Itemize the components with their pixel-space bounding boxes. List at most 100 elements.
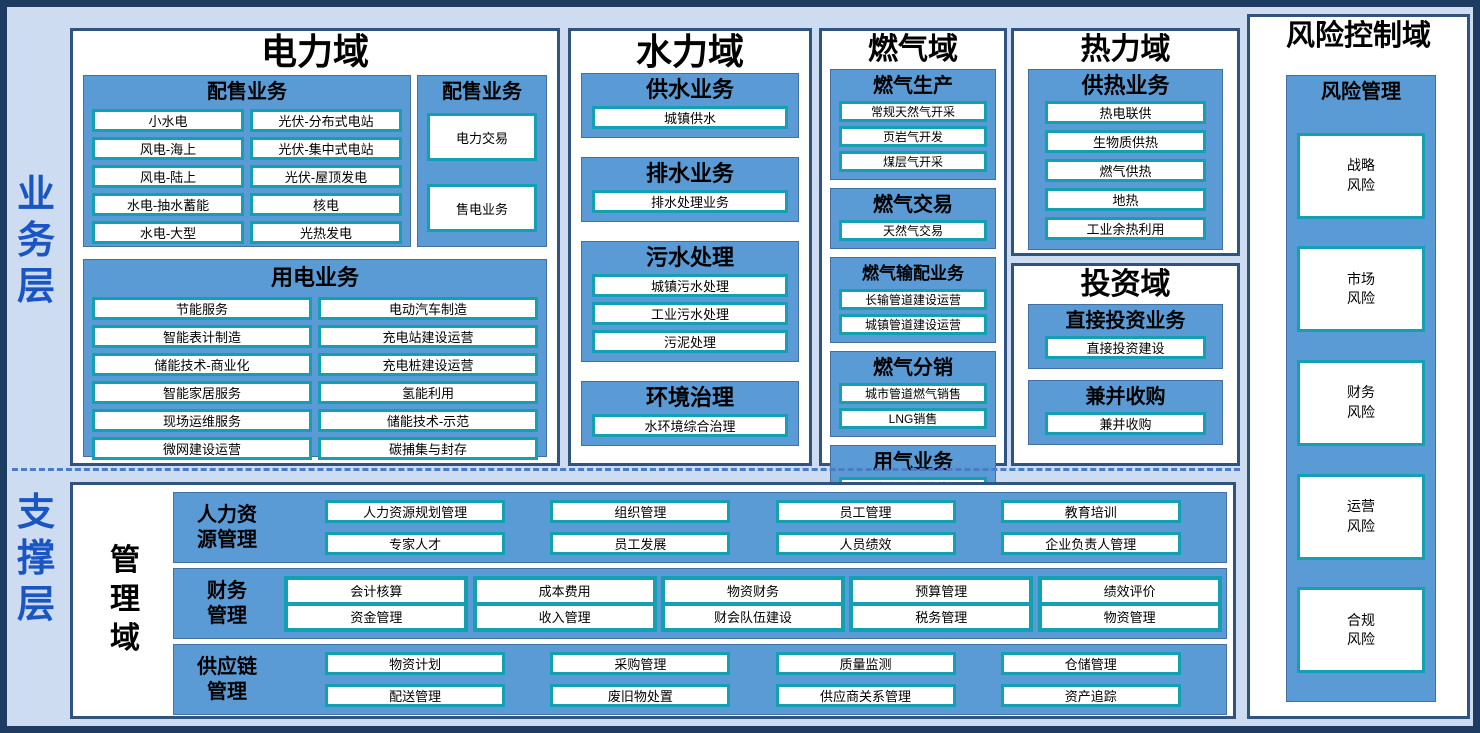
business-item: 核电 <box>250 193 402 216</box>
domain-risk-control: 风险控制域 风险管理 战略风险市场风险财务风险运营风险合规风险 <box>1247 14 1470 719</box>
business-item: 风电-海上 <box>92 137 244 160</box>
management-item: 员工管理 <box>775 500 956 523</box>
management-item: 会计核算 <box>288 579 465 602</box>
panel-title: 直接投资业务 <box>1065 310 1186 332</box>
management-item: 人员绩效 <box>775 532 956 555</box>
business-item: 污泥处理 <box>592 330 788 353</box>
layer-divider-dashed-line <box>12 468 1240 471</box>
business-item: 页岩气开发 <box>839 126 987 147</box>
risk-item: 财务风险 <box>1297 359 1425 446</box>
management-item: 资产追踪 <box>1000 684 1181 707</box>
business-item: 城镇供水 <box>592 106 788 129</box>
panel-gas-distribution: 燃气分销 城市管道燃气销售 LNG销售 <box>830 351 996 437</box>
business-item: 碳捕集与封存 <box>318 437 538 460</box>
management-column: 物资财务 财会队伍建设 <box>660 575 845 632</box>
domain-water: 水力域 供水业务 城镇供水 排水业务 排水处理业务 污水处理 城镇污水处理工业污… <box>568 28 812 466</box>
business-item: 城市管道燃气销售 <box>839 383 987 404</box>
item-column: 排水处理业务 <box>582 187 798 221</box>
business-item: 城镇污水处理 <box>592 274 788 297</box>
business-item: 售电业务 <box>427 184 537 232</box>
business-item: 热电联供 <box>1045 101 1206 124</box>
panel-gas-transmission: 燃气输配业务 长输管道建设运营城镇管道建设运营 <box>830 257 996 343</box>
panel-risk-management: 风险管理 战略风险市场风险财务风险运营风险合规风险 <box>1286 75 1436 702</box>
domain-gas-title: 燃气域 <box>868 33 958 66</box>
domain-heat: 热力域 供热业务 热电联供生物质供热燃气供热地热工业余热利用 <box>1011 28 1240 256</box>
item-column: 长输管道建设运营城镇管道建设运营 <box>831 287 995 342</box>
item-column: 光伏-分布式电站光伏-集中式电站光伏-屋顶发电核电光热发电 <box>250 109 402 244</box>
risk-item: 战略风险 <box>1297 132 1425 219</box>
business-item: 水电-大型 <box>92 221 244 244</box>
business-item: 直接投资建设 <box>1045 336 1206 359</box>
domain-power-title: 电力域 <box>260 31 369 72</box>
management-item: 物资财务 <box>664 579 841 602</box>
panel-title: 燃气分销 <box>873 357 953 379</box>
item-column: 城镇供水 <box>582 103 798 137</box>
panel-water-drainage: 排水业务 排水处理业务 <box>581 157 799 222</box>
management-item: 预算管理 <box>853 579 1030 602</box>
panel-power-distribution-sales: 配售业务 小水电风电-海上风电-陆上水电-抽水蓄能水电-大型 光伏-分布式电站光… <box>83 75 411 247</box>
risk-item: 运营风险 <box>1297 473 1425 560</box>
domain-investment: 投资域 直接投资业务 直接投资建设 兼并收购 兼并收购 <box>1011 263 1240 466</box>
panel-power-trading: 配售业务 电力交易售电业务 <box>417 75 547 247</box>
management-column: 采购管理 废旧物处置 <box>550 652 731 707</box>
risk-item: 市场风险 <box>1297 246 1425 333</box>
panel-title: 风险管理 <box>1321 81 1401 103</box>
panel-title: 用气业务 <box>873 451 953 473</box>
item-column: 城市管道燃气销售 LNG销售 <box>831 381 995 436</box>
business-item: 城镇管道建设运营 <box>839 314 987 335</box>
business-item: LNG销售 <box>839 408 987 429</box>
panel-power-consumption: 用电业务 节能服务智能表计制造储能技术-商业化智能家居服务现场运维服务微网建设运… <box>83 259 547 460</box>
business-item: 煤层气开采 <box>839 151 987 172</box>
business-item: 生物质供热 <box>1045 130 1206 153</box>
business-item: 常规天然气开采 <box>839 101 987 122</box>
business-item: 排水处理业务 <box>592 190 788 213</box>
panel-sewage-treatment: 污水处理 城镇污水处理工业污水处理污泥处理 <box>581 241 799 362</box>
item-column: 城镇污水处理工业污水处理污泥处理 <box>582 271 798 361</box>
panel-title: 配售业务 <box>207 81 287 103</box>
domain-management-title: 管理域 <box>110 544 140 655</box>
management-item: 收入管理 <box>476 605 653 628</box>
item-column: 天然气交易 <box>831 218 995 248</box>
item-column: 热电联供生物质供热燃气供热地热工业余热利用 <box>1029 99 1222 249</box>
domain-water-title: 水力域 <box>635 31 744 72</box>
business-item: 燃气供热 <box>1045 159 1206 182</box>
business-item: 小水电 <box>92 109 244 132</box>
management-column: 质量监测 供应商关系管理 <box>775 652 956 707</box>
management-item: 资金管理 <box>288 605 465 628</box>
management-item: 税务管理 <box>853 605 1030 628</box>
management-item: 物资管理 <box>1041 605 1218 628</box>
management-item: 采购管理 <box>550 652 731 675</box>
business-item: 工业污水处理 <box>592 302 788 325</box>
panel-title: 燃气交易 <box>873 194 953 216</box>
management-item: 配送管理 <box>325 684 506 707</box>
layer-label-support: 支撑层 <box>16 492 55 626</box>
management-item: 员工发展 <box>550 532 731 555</box>
item-column: 小水电风电-海上风电-陆上水电-抽水蓄能水电-大型 <box>92 109 244 244</box>
management-column: 组织管理 员工发展 <box>550 500 731 555</box>
item-column: 节能服务智能表计制造储能技术-商业化智能家居服务现场运维服务微网建设运营 <box>92 297 312 460</box>
panel-title: 配售业务 <box>442 81 522 103</box>
management-column: 物资计划 配送管理 <box>325 652 506 707</box>
row-columns: 物资计划 配送管理 采购管理 废旧物处置 质量监测 供应商关系管理 仓 <box>280 652 1226 707</box>
management-column: 教育培训 企业负责人管理 <box>1000 500 1181 555</box>
domain-investment-title: 投资域 <box>1080 268 1171 301</box>
business-item: 长输管道建设运营 <box>839 289 987 310</box>
management-column: 员工管理 人员绩效 <box>775 500 956 555</box>
panel-title: 污水处理 <box>645 245 734 270</box>
business-item: 储能技术-示范 <box>318 409 538 432</box>
management-item: 财会队伍建设 <box>664 605 841 628</box>
business-item: 现场运维服务 <box>92 409 312 432</box>
management-column: 会计核算 资金管理 <box>284 575 469 632</box>
panel-water-supply: 供水业务 城镇供水 <box>581 73 799 138</box>
panel-title: 供水业务 <box>645 77 734 102</box>
management-item: 物资计划 <box>325 652 506 675</box>
business-item: 水电-抽水蓄能 <box>92 193 244 216</box>
panel-heat-supply: 供热业务 热电联供生物质供热燃气供热地热工业余热利用 <box>1028 69 1223 250</box>
management-item: 组织管理 <box>550 500 731 523</box>
business-item: 光伏-屋顶发电 <box>250 165 402 188</box>
business-item: 智能表计制造 <box>92 325 312 348</box>
row-label: 财务管理 <box>207 579 247 627</box>
layer-label-business: 业务层 <box>16 174 55 308</box>
management-column: 绩效评价 物资管理 <box>1037 575 1222 632</box>
